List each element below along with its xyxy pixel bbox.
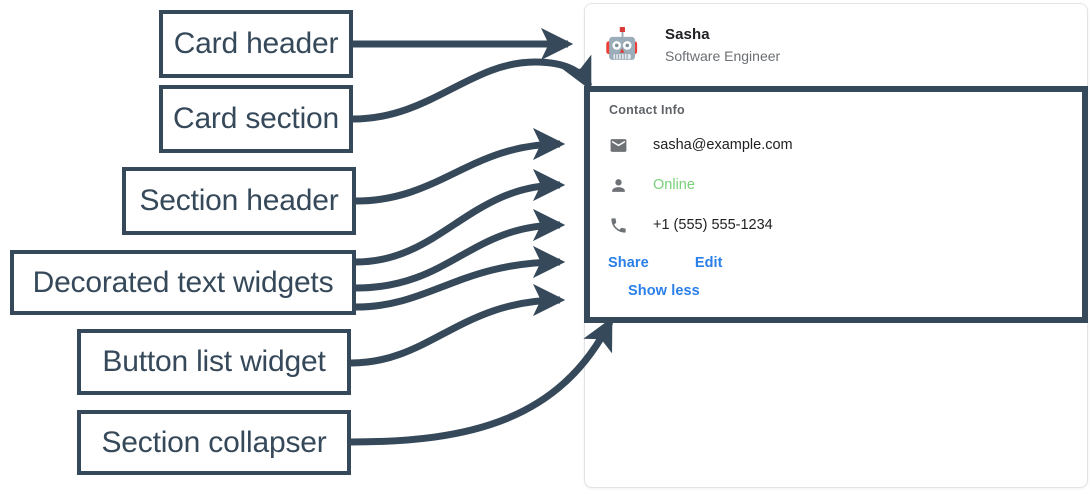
decorated-text-row-phone[interactable]: +1 (555) 555-1234 [607, 213, 773, 237]
arrow-section-header [355, 127, 566, 205]
callout-section-header: Section header [122, 167, 356, 235]
card-header-text: Sasha Software Engineer [665, 25, 780, 67]
arrow-decorated-text-2 [355, 208, 566, 292]
person-icon [607, 174, 629, 196]
arrow-decorated-text-3 [355, 245, 566, 311]
callout-decorated-text-widgets: Decorated text widgets [10, 250, 356, 315]
arrow-section-collapser [350, 317, 614, 446]
callout-label: Card section [172, 102, 339, 135]
callout-card-section: Card section [159, 85, 353, 153]
show-less-button[interactable]: Show less [628, 283, 700, 299]
email-icon [607, 134, 629, 156]
section-collapser: Show less [628, 283, 700, 299]
robot-avatar-icon [601, 23, 647, 69]
callout-button-list-widget: Button list widget [77, 329, 351, 395]
edit-button[interactable]: Edit [694, 255, 723, 271]
arrow-button-list [350, 283, 566, 367]
phone-icon [607, 214, 629, 236]
button-list-widget: Share Edit [608, 255, 723, 271]
callout-label: Section collapser [101, 425, 327, 459]
decorated-text-row-email[interactable]: sasha@example.com [607, 133, 793, 157]
callout-label: Section header [139, 184, 339, 217]
card-header-title: Sasha [665, 25, 710, 43]
decorated-text-label: +1 (555) 555-1234 [653, 217, 773, 233]
decorated-text-label: sasha@example.com [653, 137, 793, 153]
card-header: Sasha Software Engineer [585, 4, 796, 87]
section-header-label: Contact Info [609, 103, 685, 117]
share-button[interactable]: Share [608, 255, 649, 271]
decorated-text-label: Online [653, 177, 695, 193]
callout-section-collapser: Section collapser [77, 410, 351, 475]
callout-label: Decorated text widgets [32, 265, 334, 299]
contact-card: Sasha Software Engineer [584, 3, 1088, 488]
card-section-content: Contact Info sasha@example.com Online [596, 92, 1076, 317]
card-header-subtitle: Software Engineer [665, 47, 781, 64]
callout-card-header: Card header [159, 10, 353, 78]
arrow-decorated-text-1 [355, 168, 566, 266]
callout-label: Card header [173, 27, 339, 60]
decorated-text-row-status[interactable]: Online [607, 173, 695, 197]
arrow-card-section [352, 54, 593, 123]
callout-label: Button list widget [102, 345, 326, 378]
